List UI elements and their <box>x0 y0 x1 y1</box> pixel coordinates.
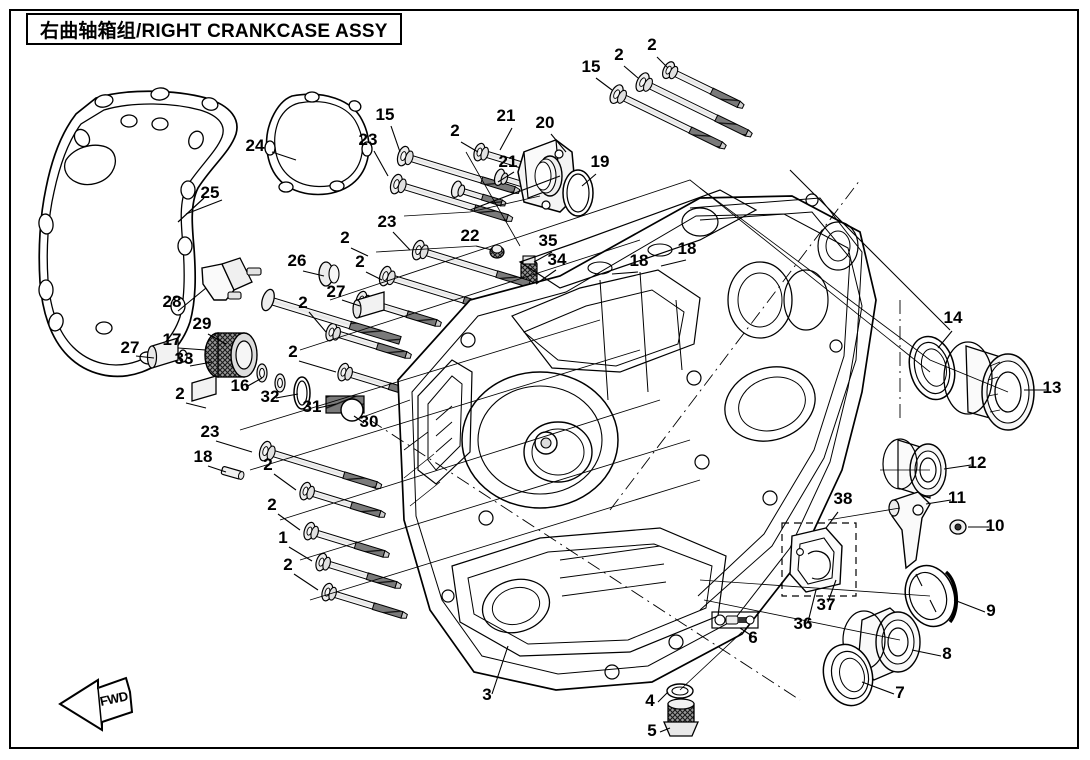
exploded-axis-lines <box>369 179 901 701</box>
exploded-construction-lines <box>239 151 1009 691</box>
callout-number-3: 3 <box>482 685 491 704</box>
part-12-ball-bearing <box>882 438 947 499</box>
callout-number-35: 35 <box>539 231 558 250</box>
callout-number-15: 15 <box>376 105 395 124</box>
part-30-steel-ball <box>340 398 364 422</box>
part-25-crankcase-gasket <box>38 87 238 378</box>
callout-number-2: 2 <box>283 555 292 574</box>
callout-number-2: 2 <box>263 455 272 474</box>
callout-number-8: 8 <box>942 644 951 663</box>
part-17-33-bushings <box>146 337 188 369</box>
part-13-roller-bearing <box>943 341 1035 431</box>
crankcase-mating-face <box>689 197 863 611</box>
fwd-label: FWD <box>99 688 130 709</box>
callout-number-15: 15 <box>582 57 601 76</box>
part-8-ball-bearing <box>842 607 921 681</box>
part-27-sleeve-left <box>191 375 217 402</box>
part-group-mid-left-bolts <box>318 238 538 406</box>
part-28-shift-fork <box>201 257 262 301</box>
callout-number-18: 18 <box>678 239 697 258</box>
part-group-38-bearing-shells <box>781 522 857 597</box>
part-19-o-ring <box>562 169 594 217</box>
callout-number-20: 20 <box>536 113 555 132</box>
callout-number-30: 30 <box>360 412 379 431</box>
callout-number-27: 27 <box>327 282 346 301</box>
callout-number-18: 18 <box>194 447 213 466</box>
callout-number-37: 37 <box>817 595 836 614</box>
callout-number-26: 26 <box>288 251 307 270</box>
callout-number-2: 2 <box>175 384 184 403</box>
part-7-oil-seal <box>822 643 874 707</box>
part-20-bearing-flange <box>517 139 577 213</box>
callout-number-38: 38 <box>834 489 853 508</box>
callout-number-2: 2 <box>614 45 623 64</box>
part-32-circlip <box>293 376 311 410</box>
callout-number-2: 2 <box>340 228 349 247</box>
callout-number-28: 28 <box>163 292 182 311</box>
callout-number-16: 16 <box>231 376 250 395</box>
diagram-title-box: 右曲轴箱组/RIGHT CRANKCASE ASSY <box>26 13 402 45</box>
callout-number-33: 33 <box>175 349 194 368</box>
part-24-cover-plate <box>264 91 373 196</box>
callout-number-19: 19 <box>591 152 610 171</box>
part-5-drain-plug <box>663 698 699 737</box>
callout-leader-lines <box>135 56 1046 733</box>
part-22-oil-jet <box>489 244 505 259</box>
part-11-shift-lever <box>888 491 931 570</box>
callout-number-2: 2 <box>288 342 297 361</box>
callout-number-4: 4 <box>645 691 655 710</box>
fwd-orientation-marker: FWD <box>58 676 134 732</box>
callout-number-23: 23 <box>201 422 220 441</box>
callout-number-9: 9 <box>986 601 995 620</box>
page-border <box>9 9 1079 749</box>
callout-number-31: 31 <box>303 397 322 416</box>
callout-number-29: 29 <box>193 314 212 333</box>
callout-number-27: 27 <box>121 338 140 357</box>
callout-number-5: 5 <box>647 721 656 740</box>
part-6-dowel-assembly <box>711 611 759 629</box>
callout-number-14: 14 <box>944 308 963 327</box>
callout-number-11: 11 <box>948 488 966 507</box>
callout-number-21: 21 <box>497 106 516 125</box>
part-14-oil-seal <box>908 335 956 401</box>
page-title: 右曲轴箱组/RIGHT CRANKCASE ASSY <box>40 20 388 42</box>
callout-number-7: 7 <box>895 683 904 702</box>
callout-number-2: 2 <box>450 121 459 140</box>
part-group-top-right-bolts <box>606 59 757 157</box>
callout-number-13: 13 <box>1043 378 1062 397</box>
callout-number-22: 22 <box>461 226 480 245</box>
callout-number-32: 32 <box>261 387 280 406</box>
callout-number-2: 2 <box>267 495 276 514</box>
callout-number-23: 23 <box>378 212 397 231</box>
callout-number-34: 34 <box>548 250 567 269</box>
callout-number-25: 25 <box>201 183 220 202</box>
callout-number-2: 2 <box>355 252 364 271</box>
callout-number-2: 2 <box>298 293 307 312</box>
shift-shaft <box>261 288 402 345</box>
callout-number-2: 2 <box>647 35 656 54</box>
callout-number-17: 17 <box>163 330 182 349</box>
callout-number-21: 21 <box>499 152 518 171</box>
callout-number-1: 1 <box>278 528 287 547</box>
part-3-right-crankcase-body <box>397 189 877 691</box>
part-29-shift-drum <box>204 332 258 378</box>
callout-number-36: 36 <box>794 614 813 633</box>
part-16-washers <box>256 363 286 393</box>
callout-number-18: 18 <box>630 251 649 270</box>
part-26-bushing <box>318 261 340 287</box>
callout-number-23: 23 <box>359 130 378 149</box>
part-4-drain-plug-washer <box>666 683 694 699</box>
callout-number-6: 6 <box>748 628 757 647</box>
callout-number-10: 10 <box>986 516 1005 535</box>
callout-number-24: 24 <box>246 136 265 155</box>
callout-number-12: 12 <box>968 453 987 472</box>
part-10-washer <box>949 519 967 535</box>
